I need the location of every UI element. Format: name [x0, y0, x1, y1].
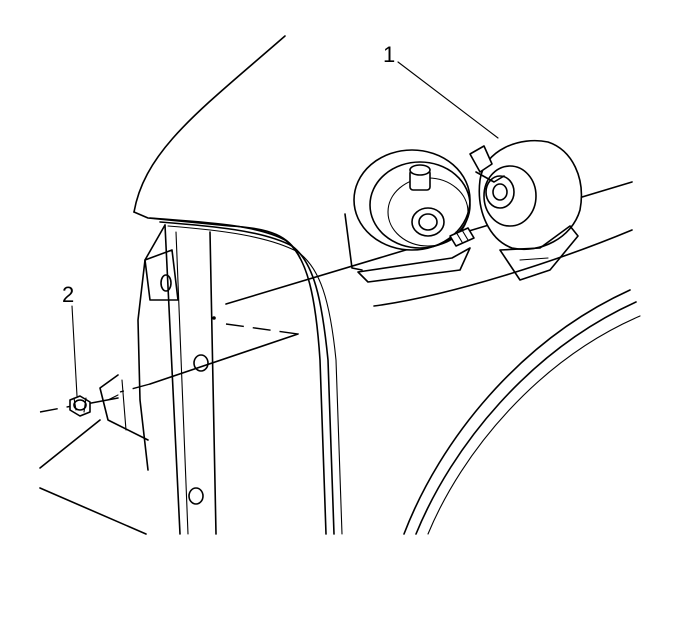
callout-2: 2: [62, 282, 74, 307]
leader-1: [397, 61, 499, 139]
bracket-hole-top: [160, 274, 172, 292]
leader-2: [71, 305, 78, 397]
horn-assembly: [344, 139, 583, 283]
nut: [69, 395, 91, 417]
horn-right: [478, 139, 583, 250]
bracket-hole-bottom: [188, 487, 204, 505]
fender-panel: [133, 35, 343, 535]
assembly-guides: [39, 323, 299, 535]
bracket-hole-middle: [193, 354, 209, 372]
horn-connector: [469, 145, 493, 173]
support-bracket: [137, 224, 217, 535]
wheel-arch: [403, 289, 641, 535]
callout-1: 1: [383, 42, 395, 67]
